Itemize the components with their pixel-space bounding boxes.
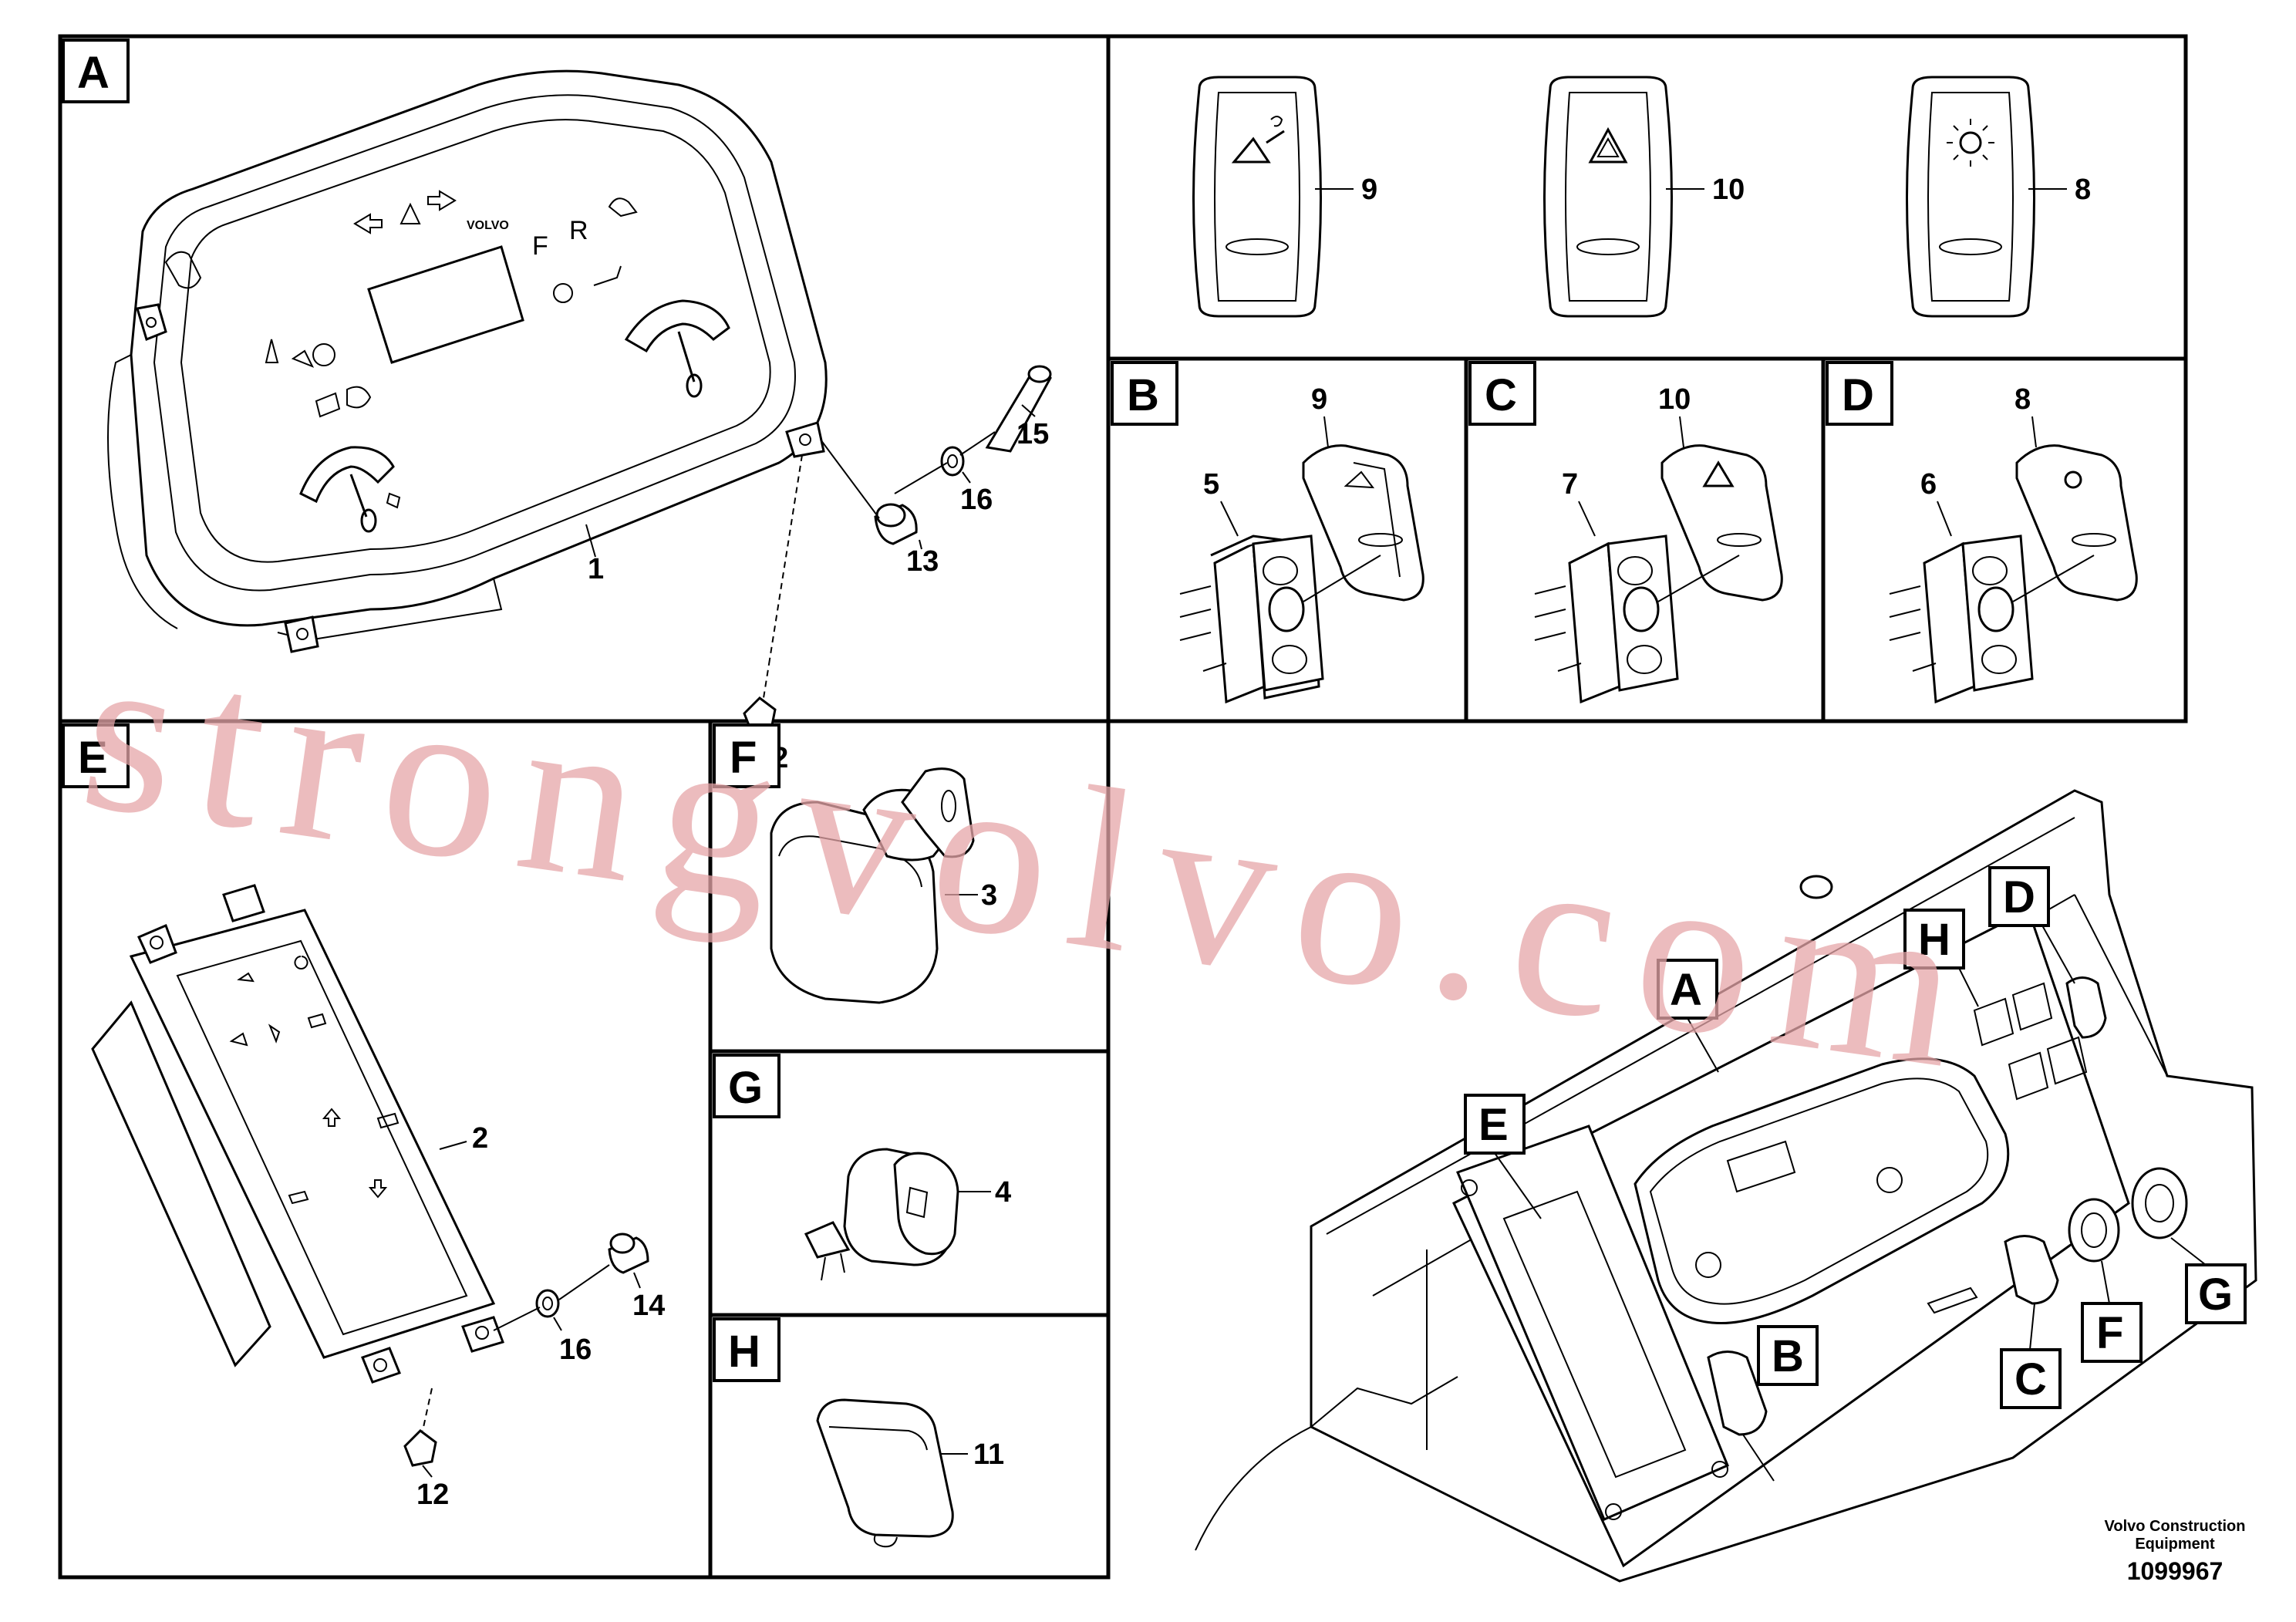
footer-drawing-number: 1099967 xyxy=(2127,1557,2224,1585)
panel-label-box-h xyxy=(713,1317,781,1382)
cluster-fasteners xyxy=(743,365,1052,734)
panel-d: D 6 8 xyxy=(1826,361,2138,704)
callout-9-top: 9 xyxy=(1361,174,1377,206)
callout-16-e: 16 xyxy=(559,1334,592,1366)
panel-label-box-f xyxy=(713,723,781,788)
panel-label-h: H xyxy=(728,1327,760,1377)
switch-cap-10: 10 xyxy=(1543,76,1745,318)
switch-caps-overview: 9 10 8 xyxy=(1192,76,2091,318)
callout-5: 5 xyxy=(1203,468,1219,501)
callout-4: 4 xyxy=(995,1176,1011,1209)
panel-f: F 3 xyxy=(713,723,997,1004)
callout-11: 11 xyxy=(973,1438,1004,1471)
location-label-c: C xyxy=(2014,1354,2047,1404)
panel-h: H 11 xyxy=(713,1317,1004,1548)
callout-9: 9 xyxy=(1311,383,1327,416)
callout-8: 8 xyxy=(2014,383,2031,416)
panel-label-e: E xyxy=(78,733,108,783)
panel-label-a: A xyxy=(77,48,110,98)
location-labels: A E H D B C F G xyxy=(1464,866,2247,1482)
location-label-a: A xyxy=(1670,965,1702,1015)
panel-label-box-b xyxy=(1111,361,1178,426)
callout-7: 7 xyxy=(1562,468,1578,501)
location-view: A E H D B C F G xyxy=(1195,789,2257,1583)
callout-15: 15 xyxy=(1017,418,1049,450)
callout-1: 1 xyxy=(588,553,604,585)
callout-6: 6 xyxy=(1920,468,1937,501)
callout-16: 16 xyxy=(960,484,993,516)
callout-12-e: 12 xyxy=(416,1479,449,1511)
panel-label-box-c xyxy=(1468,361,1536,426)
panel-label-c: C xyxy=(1485,370,1517,420)
panel-g: G 4 xyxy=(713,1054,1011,1281)
panel-label-g: G xyxy=(728,1063,763,1113)
panel-b: B 5 9 xyxy=(1111,361,1424,704)
callout-3: 3 xyxy=(981,879,997,912)
switch-cap-9: 9 xyxy=(1192,76,1377,318)
panel-label-box-d xyxy=(1826,361,1893,426)
callout-13: 13 xyxy=(906,545,939,578)
callout-10: 10 xyxy=(1658,383,1691,416)
callout-10-top: 10 xyxy=(1712,174,1745,206)
location-label-e: E xyxy=(1478,1100,1509,1150)
instrument-cluster: VOLVO F R xyxy=(107,69,828,653)
location-label-h: H xyxy=(1918,915,1950,965)
footer-company-line2: Equipment xyxy=(2135,1536,2215,1553)
callout-14: 14 xyxy=(632,1290,665,1322)
reverse-indicator: R xyxy=(569,216,588,245)
location-label-f: F xyxy=(2096,1308,2123,1358)
forward-indicator: F xyxy=(532,231,548,261)
panel-label-box-a xyxy=(62,39,130,103)
panel-label-f: F xyxy=(730,733,757,783)
drawing-footer: Volvo Construction Equipment 1099967 xyxy=(2105,1518,2246,1585)
cluster-brand-text: VOLVO xyxy=(467,219,509,232)
panel-c: C 7 10 xyxy=(1468,361,1783,704)
panel-label-box-g xyxy=(713,1054,781,1118)
location-label-b: B xyxy=(1772,1331,1804,1381)
footer-company-line1: Volvo Construction xyxy=(2105,1518,2246,1535)
location-label-d: D xyxy=(2003,872,2035,922)
switch-cap-8: 8 xyxy=(1906,76,2091,318)
panel-e: E 2 14 16 12 xyxy=(62,723,665,1511)
panel-label-b: B xyxy=(1127,370,1159,420)
panel-label-d: D xyxy=(1842,370,1874,420)
panel-label-box-e xyxy=(62,723,130,788)
callout-8-top: 8 xyxy=(2075,174,2091,206)
panel-a: A xyxy=(62,39,1052,774)
location-label-g: G xyxy=(2198,1270,2233,1320)
diagram-frames xyxy=(58,34,2188,1580)
callout-2: 2 xyxy=(472,1122,488,1155)
